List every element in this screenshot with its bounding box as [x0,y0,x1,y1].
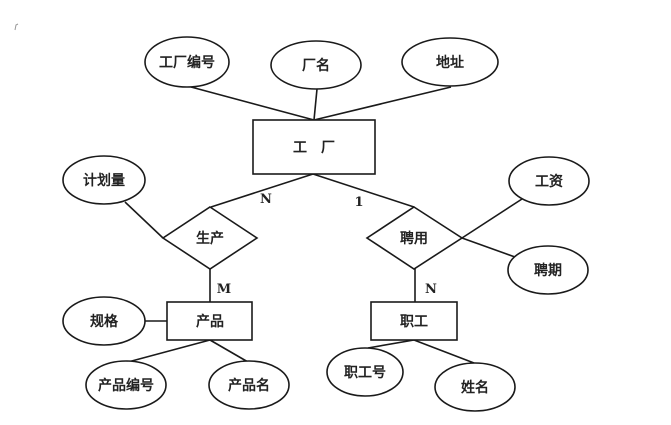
edge-product-no [127,339,211,363]
relationship-label: 生产 [196,230,224,247]
attribute-label: 姓名 [461,379,489,396]
relationship-hire: 聘用 [365,206,464,270]
cardinality-produce-product: M [217,282,231,297]
edges [124,86,523,364]
cardinality-hire-employee: N [425,282,437,297]
edge-address [313,86,452,121]
attribute-spec: 规格 [62,296,146,346]
entity-factory: 工 厂 [252,119,376,175]
entity-label: 工 厂 [293,140,335,156]
entity-label: 职工 [400,314,428,330]
stray-mark [14,23,19,31]
attribute-label: 职工号 [344,365,386,381]
attribute-label: 工资 [535,173,563,190]
edge-factory-name [313,88,318,121]
edge-factory-hire [312,173,415,208]
edge-factory-no [190,86,315,121]
attribute-product-name: 产品名 [208,360,290,410]
cardinality-factory-produce: N [260,192,272,207]
attribute-label: 厂名 [302,57,330,74]
edge-product-name [209,339,249,363]
edge-employee-no [367,339,415,349]
attribute-label: 产品名 [228,377,270,394]
attribute-address: 地址 [401,37,499,87]
attribute-hire-term: 聘期 [507,245,589,295]
entity-product: 产品 [166,301,253,341]
entity-employee: 职工 [370,301,458,341]
edge-salary [461,198,523,239]
edge-employee-name [413,339,475,364]
entity-label: 产品 [196,313,224,330]
attribute-plan-qty: 计划量 [62,155,146,205]
attribute-salary: 工资 [508,156,590,206]
attribute-label: 工厂编号 [159,54,215,71]
relationship-produce: 生产 [161,206,259,270]
attribute-label: 地址 [436,54,464,71]
edge-factory-produce [210,173,314,208]
attribute-label: 规格 [90,313,119,330]
cardinality-factory-hire: 1 [354,195,363,210]
edge-hire-term [461,237,516,258]
attribute-factory-no: 工厂编号 [144,36,230,88]
attribute-label: 聘期 [534,262,562,279]
relationship-label: 聘用 [400,230,428,247]
attribute-factory-name: 厂名 [270,40,362,90]
edge-plan-qty [124,201,164,239]
attribute-label: 计划量 [83,172,125,189]
attribute-employee-name: 姓名 [434,362,516,412]
attribute-product-no: 产品编号 [85,360,167,410]
attribute-label: 产品编号 [98,377,154,394]
attribute-employee-no: 职工号 [326,347,404,397]
